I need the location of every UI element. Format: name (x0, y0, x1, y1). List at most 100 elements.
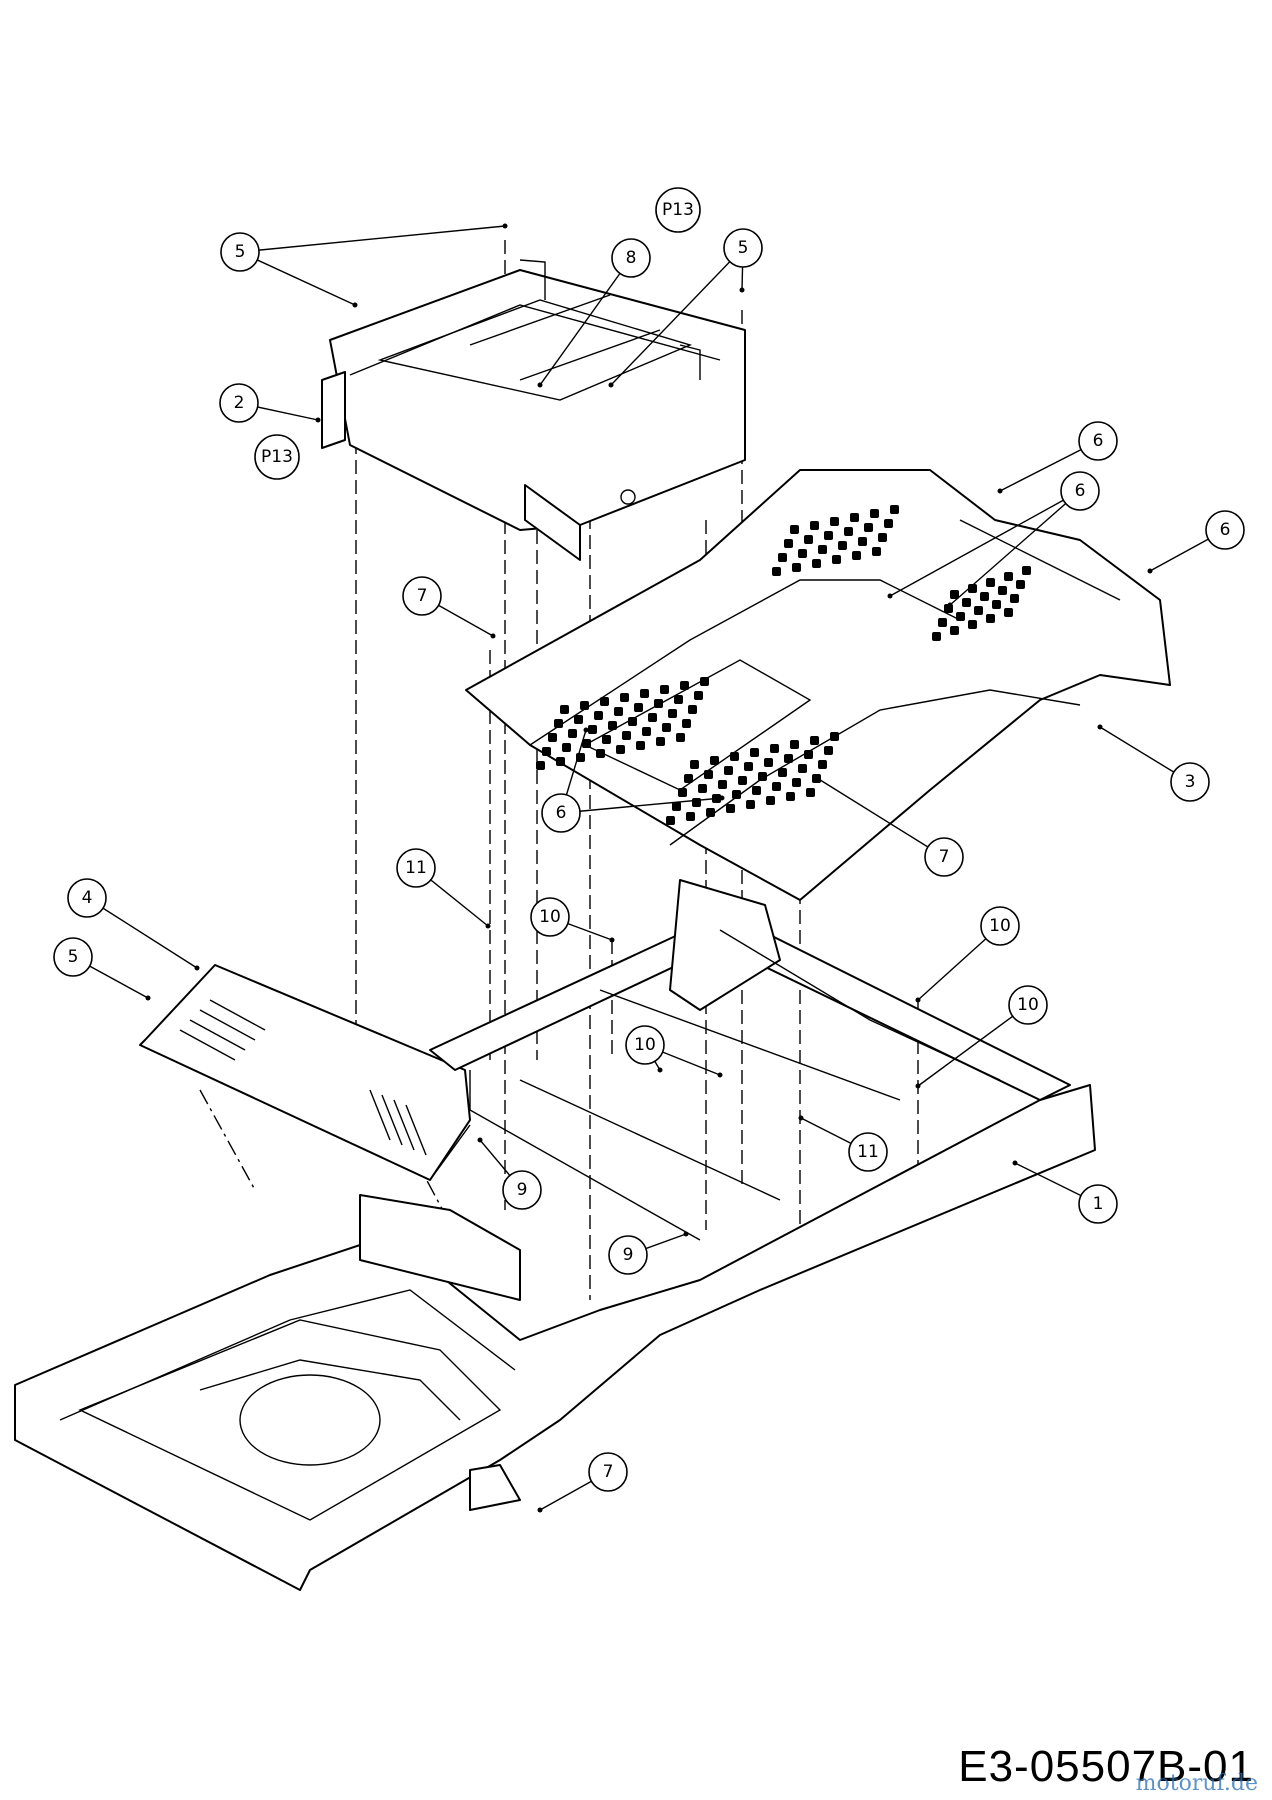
callout-label: 6 (1075, 481, 1086, 501)
callout-label: 10 (539, 907, 561, 927)
callout-7: 7 (402, 576, 442, 616)
tread-slot (792, 778, 801, 787)
callout-label: 5 (68, 947, 79, 967)
tread-slot (798, 764, 807, 773)
callout-circle (924, 837, 964, 877)
callout-p13: P13 (254, 434, 300, 480)
callout-label: 6 (1093, 431, 1104, 451)
callout-leader (539, 257, 632, 386)
leader-arrowhead (352, 302, 358, 308)
callout-circle (611, 238, 651, 278)
tread-slot (686, 812, 695, 821)
tread-slot (878, 533, 887, 542)
leader-arrowhead (1097, 724, 1103, 730)
tread-slot (790, 525, 799, 534)
callout-circle (402, 576, 442, 616)
callout-circle (219, 383, 259, 423)
tread-slot (810, 736, 819, 745)
tread-slot (568, 729, 577, 738)
callout-leader (610, 247, 744, 386)
tread-slot (554, 719, 563, 728)
tread-slot (594, 711, 603, 720)
tread-slot (662, 723, 671, 732)
tread-slot (830, 517, 839, 526)
tread-slot (824, 746, 833, 755)
tread-slot (798, 549, 807, 558)
tread-slot (560, 705, 569, 714)
tread-slot (872, 547, 881, 556)
tread-slot (778, 768, 787, 777)
tread-slot (732, 790, 741, 799)
tread-slot (858, 537, 867, 546)
callout-leader (86, 897, 198, 969)
tread-slot (726, 804, 735, 813)
leader-arrowhead (717, 1072, 723, 1078)
tread-slot (772, 782, 781, 791)
callout-circle (530, 897, 570, 937)
tread-slot (620, 693, 629, 702)
tread-slot (784, 539, 793, 548)
tread-slot (968, 584, 977, 593)
tread-slot (766, 796, 775, 805)
callout-5: 5 (53, 937, 93, 977)
cover-plate-part-4 (139, 964, 471, 1181)
callout-circle (53, 937, 93, 977)
callout-11: 11 (848, 1132, 888, 1172)
leader-arrowhead (315, 417, 321, 423)
callout-leader (239, 251, 356, 306)
tread-slot (556, 757, 565, 766)
chassis-frame-part-1 (14, 879, 1096, 1591)
tread-slot (676, 733, 685, 742)
callout-label: 2 (234, 393, 245, 413)
tread-slot (884, 519, 893, 528)
tread-slot (640, 689, 649, 698)
tread-slot (574, 715, 583, 724)
tread-slot (694, 691, 703, 700)
callout-label: 7 (939, 847, 950, 867)
tread-slot (542, 747, 551, 756)
tread-slot (932, 632, 941, 641)
tread-slot (750, 748, 759, 757)
callout-10: 10 (980, 906, 1020, 946)
callout-circle (980, 906, 1020, 946)
tread-slot (986, 578, 995, 587)
callout-label: 10 (634, 1035, 656, 1055)
callout-circle (655, 187, 701, 233)
callout-7: 7 (588, 1452, 628, 1492)
leader-arrowhead (485, 923, 491, 929)
leader-arrowhead (490, 633, 496, 639)
callout-label: 3 (1185, 772, 1196, 792)
tread-slot (746, 800, 755, 809)
tread-slot (770, 744, 779, 753)
callout-label: 7 (417, 586, 428, 606)
callout-6: 6 (1060, 471, 1100, 511)
tread-slot (810, 521, 819, 530)
tread-slot (950, 626, 959, 635)
callout-label: P13 (261, 447, 293, 467)
leader-arrowhead (194, 965, 200, 971)
tread-slot (608, 721, 617, 730)
tread-slot (602, 735, 611, 744)
tread-slot (698, 784, 707, 793)
tread-slot (962, 598, 971, 607)
callout-leader (239, 225, 506, 253)
callout-label: 11 (857, 1142, 879, 1162)
callout-label: 7 (603, 1462, 614, 1482)
tread-slot (764, 758, 773, 767)
tread-slot (548, 733, 557, 742)
callout-label: 6 (556, 803, 567, 823)
callout-circle (625, 1025, 665, 1065)
tread-slot (844, 527, 853, 536)
tread-slot (580, 701, 589, 710)
tread-slot (688, 705, 697, 714)
tread-slot (818, 545, 827, 554)
leader-arrowhead (798, 1115, 804, 1121)
tread-slot (706, 808, 715, 817)
tread-slot (674, 695, 683, 704)
tread-slot (616, 745, 625, 754)
callout-label: 5 (738, 238, 749, 258)
seat-bracket-part-2 (321, 259, 746, 561)
callout-circle (608, 1235, 648, 1275)
leader-arrowhead (477, 1137, 483, 1143)
